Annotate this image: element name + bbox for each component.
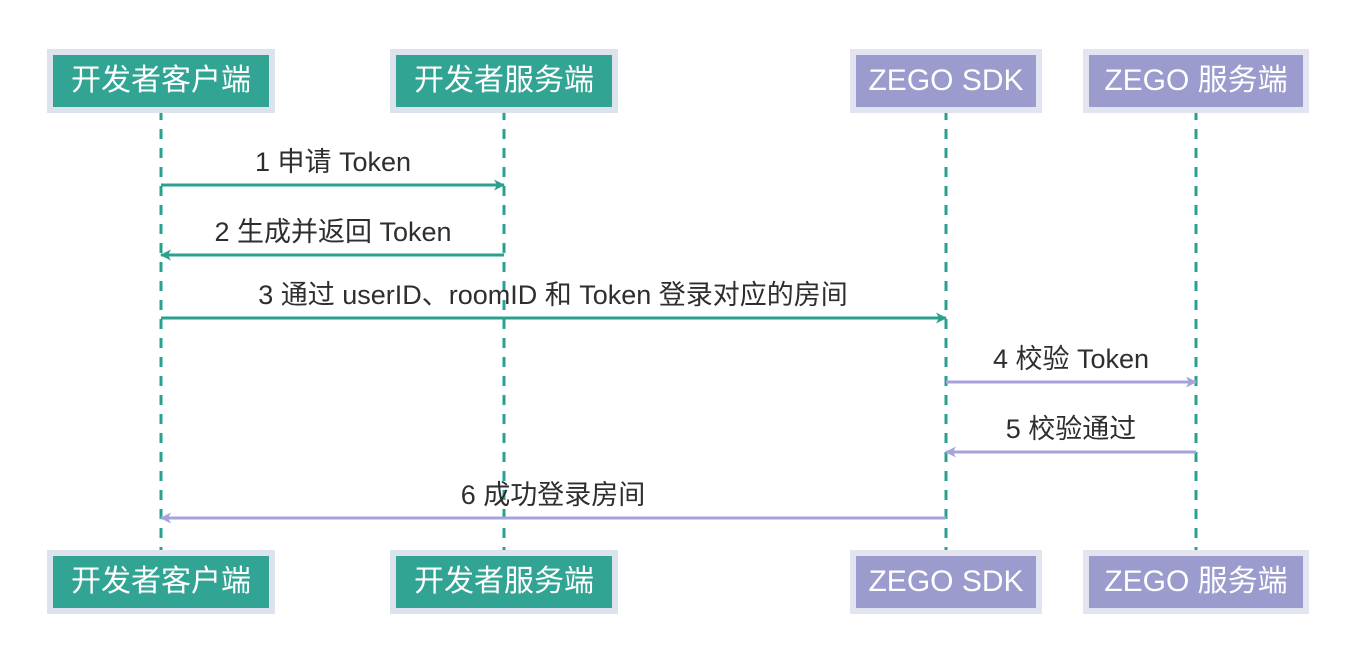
participant-dev-server-bottom[interactable]: 开发者服务端 (390, 550, 618, 614)
participant-label-dev-client-top: 开发者客户端 (71, 64, 251, 97)
participant-label-dev-client-bottom: 开发者客户端 (71, 565, 251, 598)
participant-box-zego-sdk-bottom[interactable] (850, 550, 1042, 614)
message-2: 2 生成并返回 Token (160, 217, 504, 261)
participant-zego-server-top[interactable]: ZEGO 服务端 (1083, 49, 1309, 113)
participant-label-zego-server-bottom: ZEGO 服务端 (1104, 565, 1287, 598)
participant-zego-sdk-bottom[interactable]: ZEGO SDK (850, 550, 1042, 614)
participant-zego-sdk-top[interactable]: ZEGO SDK (850, 49, 1042, 113)
participant-zego-server-bottom[interactable]: ZEGO 服务端 (1083, 550, 1309, 614)
participant-label-dev-server-top: 开发者服务端 (414, 64, 594, 97)
message-label-4: 4 校验 Token (993, 344, 1149, 374)
participant-box-dev-client-top[interactable] (47, 49, 275, 113)
message-label-6: 6 成功登录房间 (461, 480, 646, 510)
participant-box-zego-sdk-top[interactable] (850, 49, 1042, 113)
message-6: 6 成功登录房间 (160, 480, 946, 524)
messages-layer: 1 申请 Token 2 生成并返回 Token 3 通过 userID、roomI… (160, 147, 1197, 524)
message-label-5: 5 校验通过 (1006, 414, 1137, 444)
participant-label-dev-server-bottom: 开发者服务端 (414, 565, 594, 598)
participant-label-zego-server-top: ZEGO 服务端 (1104, 64, 1287, 97)
participant-dev-client-bottom[interactable]: 开发者客户端 (47, 550, 275, 614)
participant-box-zego-server-top[interactable] (1083, 49, 1309, 113)
message-3: 3 通过 userID、roomID 和 Token 登录对应的房间 (161, 280, 947, 324)
lifelines-layer (159, 110, 1198, 553)
message-label-1: 1 申请 Token (255, 147, 411, 177)
participant-dev-client-top[interactable]: 开发者客户端 (47, 49, 275, 113)
participant-box-dev-server-bottom[interactable] (390, 550, 618, 614)
participant-label-zego-sdk-bottom: ZEGO SDK (868, 565, 1023, 598)
participant-box-dev-server-top[interactable] (390, 49, 618, 113)
participant-box-dev-client-bottom[interactable] (47, 550, 275, 614)
message-label-2: 2 生成并返回 Token (214, 217, 451, 247)
participant-dev-server-top[interactable]: 开发者服务端 (390, 49, 618, 113)
message-5: 5 校验通过 (945, 414, 1196, 458)
message-label-3: 3 通过 userID、roomID 和 Token 登录对应的房间 (258, 280, 848, 310)
message-4: 4 校验 Token (946, 344, 1197, 388)
message-1: 1 申请 Token (161, 147, 505, 191)
participant-box-zego-server-bottom[interactable] (1083, 550, 1309, 614)
participant-label-zego-sdk-top: ZEGO SDK (868, 64, 1023, 97)
